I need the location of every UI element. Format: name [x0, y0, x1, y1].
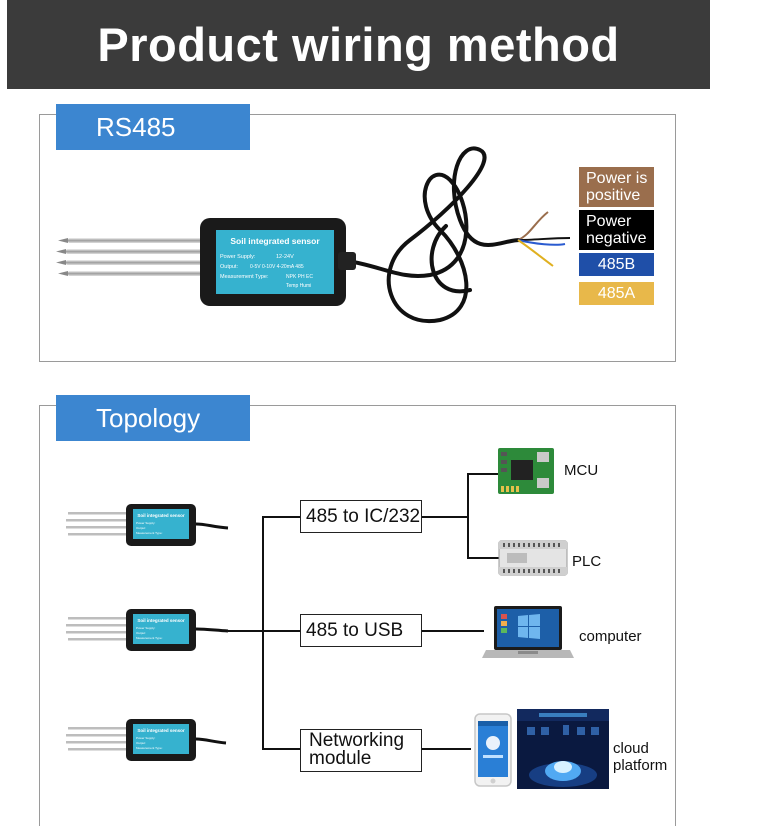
cloud-label-line2: platform	[613, 757, 668, 774]
page-title: Product wiring method	[7, 0, 710, 89]
computer-label: computer	[579, 628, 642, 645]
mini-sensor-line3: Measurement Type:	[136, 746, 163, 750]
mini-sensor-line3: Measurement Type:	[136, 531, 163, 535]
connector-to-ic232	[262, 516, 301, 518]
sensor-output-label: Output:	[220, 264, 239, 270]
converter-label: 485 to USB	[306, 620, 404, 641]
cloud-label: cloud platform	[613, 740, 667, 774]
wire-tag-line1: 485A	[597, 285, 636, 302]
mini-sensor-line2: Output:	[136, 631, 146, 635]
sensor-measurement-options-1: NPK PH EC	[286, 274, 313, 280]
converter-label: 485 to IC/232	[306, 506, 421, 527]
sensor-measurement-label: Measurement Type:	[220, 274, 269, 280]
connector-trunk	[262, 516, 264, 749]
mini-sensor-line2: Output:	[136, 741, 146, 745]
sensor-output-options: 0-5V 0-10V 4-20mA 485	[250, 264, 304, 270]
rs485-sensor-illustration: Soil integrated sensor Power Supply: 12-…	[56, 146, 571, 324]
wire-tag-line1: 485B	[597, 256, 636, 273]
sensor-title: Soil integrated sensor	[230, 236, 320, 246]
connector-networking-out	[421, 748, 471, 750]
wire-tag-power-negative: Power negative	[579, 210, 654, 250]
mini-sensor-line2: Output:	[136, 526, 146, 530]
sensor-cable	[340, 146, 522, 324]
wire-tag-line1: Power is	[586, 170, 648, 187]
mini-sensor-title: Soil integrated sensor	[137, 513, 185, 518]
connector-ic232-out	[421, 516, 469, 518]
wire-tag-line2: positive	[586, 187, 641, 204]
wire-tag-line2: negative	[586, 230, 647, 247]
wire-tag-485b: 485B	[579, 253, 654, 276]
topology-sensor-2: Soil integrated sensor Power Supply: Out…	[66, 609, 229, 651]
connector-to-networking	[262, 748, 301, 750]
mini-sensor-line3: Measurement Type:	[136, 636, 163, 640]
sensor-label	[216, 230, 334, 294]
mcu-board-icon	[498, 448, 554, 494]
mini-sensor-title: Soil integrated sensor	[137, 618, 185, 623]
cloud-dashboard-icon	[517, 709, 609, 789]
mini-sensor-title: Soil integrated sensor	[137, 728, 185, 733]
plc-icon	[498, 540, 568, 576]
converter-label-line2: module	[309, 748, 372, 769]
connector-to-mcu	[467, 473, 499, 475]
sensor-power-label: Power Supply:	[220, 254, 256, 260]
sensor-power-option: 12-24V	[276, 254, 294, 260]
mcu-label: MCU	[564, 462, 599, 479]
phone-icon	[474, 713, 512, 787]
plc-label: PLC	[572, 553, 602, 570]
cloud-label-line1: cloud	[613, 740, 649, 757]
converter-label-line1: Networking	[309, 730, 405, 751]
converter-networking-module: Networking module	[300, 729, 422, 772]
sensor-measurement-options-2: Temp Humi	[286, 283, 311, 289]
connector-to-plc	[467, 557, 499, 559]
topology-sensor-3: Soil integrated sensor Power Supply: Out…	[66, 719, 227, 761]
connector-sensor-to-usb	[228, 630, 301, 632]
mini-sensor-line1: Power Supply:	[136, 736, 156, 740]
probe-rods	[56, 238, 208, 276]
topology-sensor-1: Soil integrated sensor Power Supply: Out…	[66, 504, 229, 546]
connector-device-branch	[467, 473, 469, 559]
wire-ends	[517, 211, 571, 267]
converter-485-to-usb: 485 to USB	[300, 614, 422, 647]
rs485-tab: RS485	[56, 104, 250, 150]
wire-tag-power-positive: Power is positive	[579, 167, 654, 207]
mini-sensor-line1: Power Supply:	[136, 521, 156, 525]
mini-sensor-line1: Power Supply:	[136, 626, 156, 630]
laptop-icon	[482, 606, 574, 658]
converter-485-to-ic232: 485 to IC/232	[300, 500, 422, 533]
wire-tag-line1: Power	[586, 213, 632, 230]
topology-tab: Topology	[56, 395, 250, 441]
connector-usb-out	[421, 630, 484, 632]
wire-tag-485a: 485A	[579, 282, 654, 305]
